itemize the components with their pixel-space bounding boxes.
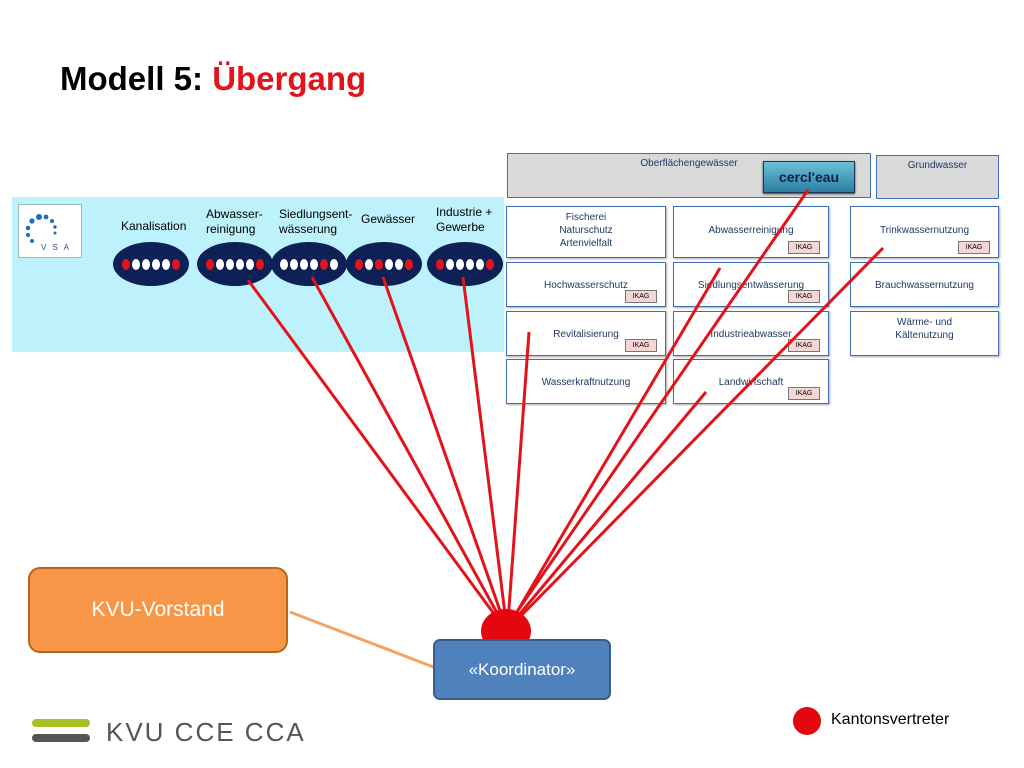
red-dot: [256, 258, 264, 270]
white-dot: [132, 258, 140, 270]
white-dot: [246, 258, 254, 270]
cercleau-logo: cercl'eau: [763, 161, 855, 193]
water-box: Siedlungsentwässerung IKAG: [673, 262, 829, 307]
domain-label-siedlung: Siedlungsent- wässerung: [279, 207, 353, 236]
ikag-badge: IKAG: [788, 241, 820, 254]
footer-logo-text: KVU CCE CCA: [106, 717, 306, 747]
white-dot: [226, 258, 234, 270]
red-connector-line: [508, 189, 810, 623]
red-connector-line: [381, 276, 506, 623]
ikag-badge: IKAG: [958, 241, 990, 254]
domain-label-industrie: Industrie + Gewerbe: [436, 205, 493, 234]
water-box-label: Trinkwassernutzung: [879, 225, 970, 236]
red-dot: [172, 258, 180, 270]
water-box-label: Revitalisierung: [553, 329, 619, 340]
red-dot: [320, 258, 328, 270]
water-box: Abwasserreinigung IKAG: [673, 206, 829, 258]
red-dot: [486, 258, 494, 270]
white-dot: [290, 258, 298, 270]
ikag-badge: IKAG: [625, 339, 657, 352]
page-title: Modell 5: Übergang: [60, 60, 366, 98]
red-dot: [405, 258, 413, 270]
domain-label-abwasser: Abwasser- reinigung: [206, 207, 263, 236]
red-dot: [355, 258, 363, 270]
orange-connector-line: [289, 610, 437, 670]
water-box-label: Wasserkraftnutzung: [541, 377, 631, 388]
water-box-label: Abwasserreinigung: [708, 225, 794, 236]
red-dot: [122, 258, 130, 270]
white-dot: [395, 258, 403, 270]
white-dot: [300, 258, 308, 270]
white-dot: [310, 258, 318, 270]
ikag-badge: IKAG: [788, 339, 820, 352]
red-dot: [206, 258, 214, 270]
header-groundwater: Grundwasser: [876, 155, 999, 199]
title-lead: Modell 5:: [60, 60, 213, 97]
red-connector-line: [461, 276, 508, 623]
domain-label-kanalisation: Kanalisation: [121, 219, 187, 233]
kvu-vorstand-box: KVU-Vorstand: [28, 567, 288, 653]
legend-label: Kantonsvertreter: [831, 711, 950, 728]
white-dot: [236, 258, 244, 270]
ikag-badge: IKAG: [788, 387, 820, 400]
red-dot: [436, 258, 444, 270]
title-accent: Übergang: [212, 60, 367, 97]
white-dot: [152, 258, 160, 270]
white-dot: [466, 258, 474, 270]
white-dot: [162, 258, 170, 270]
water-box: Hochwasserschutz IKAG: [506, 262, 666, 307]
water-box-label: Fischerei Naturschutz Artenvielfalt: [559, 212, 613, 249]
white-dot: [142, 258, 150, 270]
header-groundwater-label: Grundwasser: [907, 160, 968, 171]
ikag-badge: IKAG: [625, 290, 657, 303]
water-box-label: Siedlungsentwässerung: [697, 280, 805, 291]
white-dot: [446, 258, 454, 270]
domain-lozenge: [197, 242, 273, 286]
white-dot: [476, 258, 484, 270]
legend-dot-icon: [793, 707, 821, 735]
water-box: Fischerei Naturschutz Artenvielfalt: [506, 206, 666, 258]
water-box-label: Industrieabwasser: [710, 329, 792, 340]
vsa-logo-text: V S A: [41, 243, 72, 252]
domain-lozenge: [427, 242, 503, 286]
red-connector-line: [506, 331, 531, 623]
red-connector-line: [310, 276, 504, 623]
domain-label-gewaesser: Gewässer: [361, 212, 416, 226]
koordinator-box: «Koordinator»: [433, 639, 611, 700]
white-dot: [216, 258, 224, 270]
water-box: Revitalisierung IKAG: [506, 311, 666, 356]
water-box: Wasserkraftnutzung: [506, 359, 666, 404]
water-box: Trinkwassernutzung IKAG: [850, 206, 999, 258]
red-connector-line: [509, 267, 722, 623]
header-surface-water-label: Oberflächengewässer: [640, 158, 738, 169]
domain-lozenge: [113, 242, 189, 286]
water-box: Wärme- und Kältenutzung: [850, 311, 999, 356]
white-dot: [456, 258, 464, 270]
red-connector-line: [246, 279, 502, 623]
red-connector-line: [511, 391, 708, 623]
red-connector-line: [513, 246, 885, 624]
water-box: Brauchwassernutzung: [850, 262, 999, 307]
white-dot: [330, 258, 338, 270]
kvu-logo-icon: [32, 719, 90, 742]
water-box-label: Hochwasserschutz: [544, 280, 628, 291]
white-dot: [365, 258, 373, 270]
white-dot: [385, 258, 393, 270]
water-box-label: Brauchwassernutzung: [875, 280, 974, 291]
red-dot: [375, 258, 383, 270]
vsa-logo: V S A: [18, 204, 82, 258]
white-dot: [280, 258, 288, 270]
domain-lozenge: [271, 242, 347, 286]
vsa-logo-icon: [25, 214, 57, 243]
water-box-label: Wärme- und Kältenutzung: [895, 317, 954, 341]
ikag-badge: IKAG: [788, 290, 820, 303]
